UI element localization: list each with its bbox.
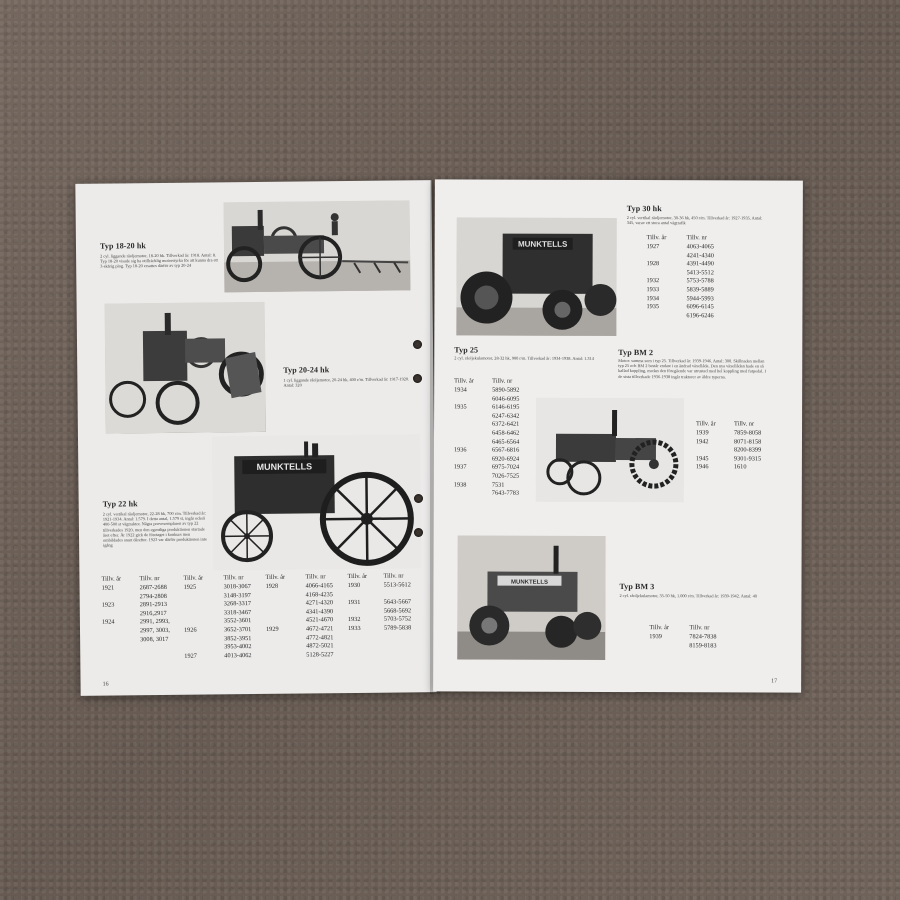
typ-22-title: Typ 22 hk <box>102 499 138 509</box>
typ22-col2-years: 1925 1926 1927 <box>183 583 197 660</box>
typ25-number-header: Tillv. nr <box>492 377 513 385</box>
typ-22-caption: 2 cyl. vertikal råoljemotor, 22-28 hk, 7… <box>102 510 207 548</box>
typ30-year-header: Tillv. år <box>646 234 667 242</box>
typ25-year-header: Tillv. år <box>454 377 474 385</box>
photo-typ-bm2 <box>535 397 685 503</box>
typbm2-year-header: Tillv. år <box>696 420 716 428</box>
munktells-label: MUNKTELLS <box>257 461 313 472</box>
right-page-number: 17 <box>771 678 778 685</box>
typbm3-number-header: Tillv. nr <box>689 624 710 632</box>
tractor-bm2-image <box>535 397 685 503</box>
typ25-years: 1934 1935 1936 1937 1938 <box>453 386 467 489</box>
photo-typ-22: MUNKTELLS <box>211 434 422 571</box>
typ-bm2-caption: Motor: samma som i typ 25. Tillverkad år… <box>618 358 766 379</box>
typ-bm3-caption: 2 cyl. råoljekulamotor, 35-50 hk, 1.000 … <box>619 593 757 599</box>
right-page: MUNKTELLS Typ 30 hk 2 cyl. vertikal råol… <box>433 179 803 693</box>
photo-typ-20-24 <box>104 301 266 434</box>
typ-20-24-title: Typ 20-24 hk <box>283 365 330 375</box>
binder-hole <box>413 340 422 349</box>
typ22-col1-number-header: Tillv. nr <box>139 575 160 583</box>
typ22-col3-years: 1928 1929 <box>265 582 279 633</box>
typbm3-year-header: Tillv. år <box>649 624 669 632</box>
munktells-label-bm3: MUNKTELLS <box>511 580 548 586</box>
typ22-col2-number-header: Tillv. nr <box>223 574 244 582</box>
typ-18-20-title: Typ 18-20 hk <box>99 241 146 251</box>
typ22-col1-year-header: Tillv. år <box>101 575 122 583</box>
typ22-col3-year-header: Tillv. år <box>265 573 286 581</box>
tractor-18-20-image <box>223 200 411 293</box>
tractor-bm3-image: MUNKTELLS <box>457 535 606 660</box>
typ-25-caption: 2 cyl. råoljekulamotor, 28-32 hk, 900 r/… <box>454 355 594 361</box>
tractor-20-24-image <box>104 301 266 434</box>
typ22-col3-number-header: Tillv. nr <box>305 573 326 581</box>
typ22-col4-number-header: Tillv. nr <box>383 572 404 580</box>
left-page-number: 16 <box>102 681 109 688</box>
typ-bm3-title: Typ BM 3 <box>619 582 655 592</box>
left-page: Typ 18-20 hk 2 cyl. liggande råoljemotor… <box>75 180 437 696</box>
binder-hole <box>414 494 423 503</box>
photo-typ-bm3: MUNKTELLS <box>457 535 606 660</box>
typ-30-title: Typ 30 hk <box>626 204 662 214</box>
typ30-number-header: Tillv. nr <box>686 234 707 242</box>
binder-hole <box>414 528 423 537</box>
typ22-col2-year-header: Tillv. år <box>183 574 204 582</box>
tractor-25-image: MUNKTELLS <box>456 217 617 336</box>
typ22-col4-year-header: Tillv. år <box>347 572 368 581</box>
typ-30-caption: 2 cyl. vertikal råoljemotor, 30-36 hk, 4… <box>626 215 763 226</box>
photo-typ-25: MUNKTELLS <box>456 217 617 336</box>
typ-18-20-caption: 2 cyl. liggande råoljemotor, 18-20 hk. T… <box>100 252 218 270</box>
typbm2-number-header: Tillv. nr <box>734 420 755 428</box>
binder-hole <box>413 374 422 383</box>
typ22-col1-years: 1921 1923 1924 <box>101 584 115 626</box>
munktells-label-typ25: MUNKTELLS <box>518 240 568 249</box>
photo-typ-18-20 <box>223 200 411 293</box>
typbm3-years: 1939 <box>649 633 662 641</box>
typ-bm2-title: Typ BM 2 <box>618 348 654 358</box>
tractor-22-image: MUNKTELLS <box>211 434 422 571</box>
typ-25-title: Typ 25 <box>454 345 479 355</box>
typ-20-24-caption: 1 cyl. liggande råoljemotor, 20-24 hk, 4… <box>283 376 410 388</box>
